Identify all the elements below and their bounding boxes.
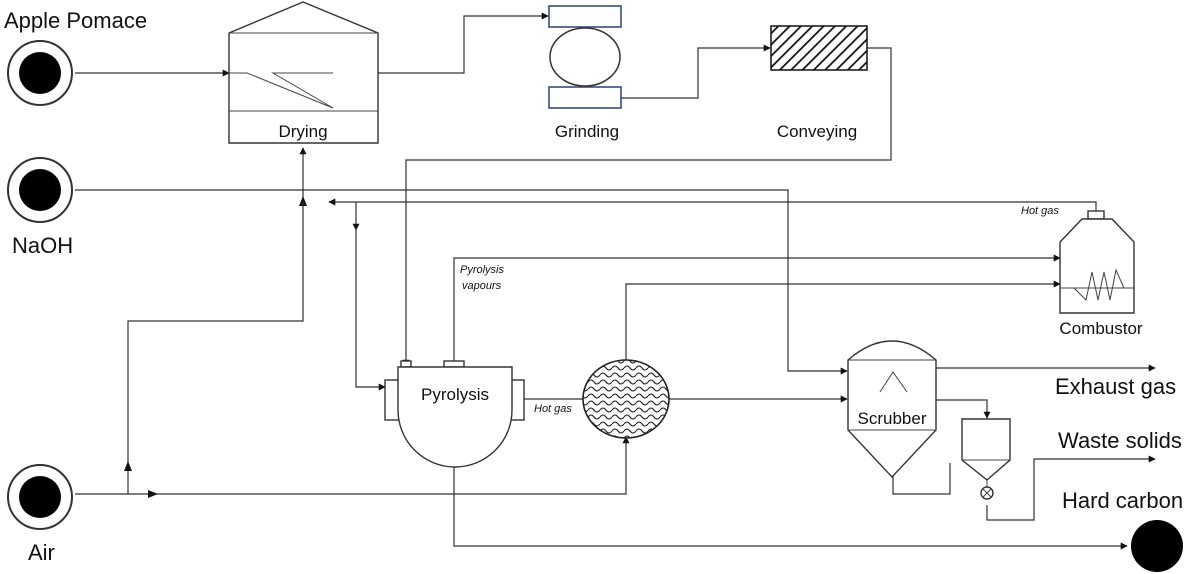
heating-coil-icon <box>229 72 334 109</box>
pyrolysis-vapours-label-line2: vapours <box>462 280 502 292</box>
grinding-label: Grinding <box>555 122 619 141</box>
waste-solids-label: Waste solids <box>1058 428 1182 453</box>
flame-icon <box>1073 268 1125 302</box>
grinding-unit <box>548 5 622 109</box>
combustor-label: Combustor <box>1059 319 1142 338</box>
stream-heater-to-combustor <box>625 280 1061 360</box>
drying-unit <box>228 1 379 144</box>
air-source-icon <box>7 464 73 530</box>
stream-scrubber-to-filter <box>936 399 991 419</box>
apple-pomace-label: Apple Pomace <box>4 8 147 33</box>
hot-gas-pyrolysis-label: Hot gas <box>534 403 572 415</box>
junction-arrow-icon <box>299 196 307 206</box>
air-label: Air <box>28 540 55 565</box>
combustor-unit <box>1059 210 1135 314</box>
heat-exchanger-unit <box>582 359 670 439</box>
conveying-unit <box>770 25 868 71</box>
drying-label: Drying <box>278 122 327 141</box>
hard-carbon-label: Hard carbon <box>1062 488 1183 513</box>
stream-naoh-to-scrubber <box>75 189 848 375</box>
stream-drying-to-grinding <box>333 12 549 74</box>
naoh-source-icon <box>7 157 73 223</box>
stream-conveying-to-pyrolysis <box>402 47 892 367</box>
filter-unit <box>961 418 1011 500</box>
apple-pomace-source-icon <box>7 40 73 106</box>
stream-grinding-to-conveying <box>621 44 771 99</box>
hot-gas-combustor-label: Hot gas <box>1021 205 1059 217</box>
scrubber-label: Scrubber <box>858 409 927 428</box>
pyrolysis-reactor <box>384 360 525 468</box>
stream-combustor-hot-gas-return <box>328 198 1097 212</box>
pyrolysis-vapours-label-line1: Pyrolysis <box>460 264 505 276</box>
stream-hard-carbon <box>453 466 1128 550</box>
spray-nozzle-icon <box>879 371 908 393</box>
exhaust-gas-label: Exhaust gas <box>1055 374 1176 399</box>
stream-waste-solids <box>986 455 1156 521</box>
scrubber-unit <box>847 340 937 479</box>
stream-scrubber-bottoms <box>892 460 951 495</box>
pyrolysis-label: Pyrolysis <box>421 385 489 404</box>
conveying-label: Conveying <box>777 122 857 141</box>
stream-air-branch-up <box>127 202 304 494</box>
air-branch-arrow-icon <box>124 461 132 471</box>
stream-hot-gas-to-pyrolysis <box>355 228 386 391</box>
hard-carbon-product-icon <box>1131 520 1183 572</box>
naoh-label: NaOH <box>12 233 73 258</box>
stream-air-to-heater <box>75 436 630 495</box>
stream-pyrolysis-vapours <box>453 254 1061 364</box>
air-flow-arrow-icon <box>148 490 158 498</box>
